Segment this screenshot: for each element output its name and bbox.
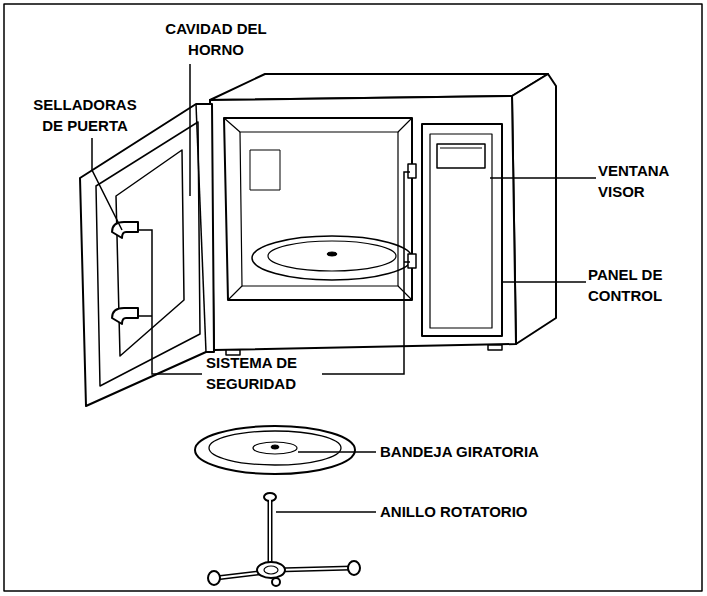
part-label: PANEL DE CONTROL bbox=[588, 264, 688, 306]
part-label: SISTEMA DE SEGURIDAD bbox=[206, 352, 326, 394]
roller-ring bbox=[208, 493, 360, 586]
display-window bbox=[437, 144, 485, 168]
cabinet-side bbox=[512, 74, 556, 344]
part-label: SELLADORAS DE PUERTA bbox=[28, 94, 142, 136]
control-panel bbox=[422, 124, 502, 336]
oven-cavity bbox=[224, 118, 412, 300]
door-hook bbox=[112, 308, 138, 324]
door-hook bbox=[112, 222, 138, 238]
oven-door bbox=[80, 104, 214, 406]
latch bbox=[408, 164, 416, 178]
frame bbox=[4, 4, 702, 591]
part-label: ANILLO ROTATORIO bbox=[380, 501, 620, 522]
part-label: BANDEJA GIRATORIA bbox=[380, 441, 620, 462]
part-label: CAVIDAD DEL HORNO bbox=[158, 18, 274, 60]
cabinet-front bbox=[210, 96, 516, 350]
turntable-tray bbox=[195, 426, 355, 474]
latch bbox=[408, 254, 416, 268]
turntable-inside bbox=[252, 236, 412, 280]
door-window bbox=[116, 150, 184, 356]
part-label: VENTANA VISOR bbox=[598, 160, 688, 202]
